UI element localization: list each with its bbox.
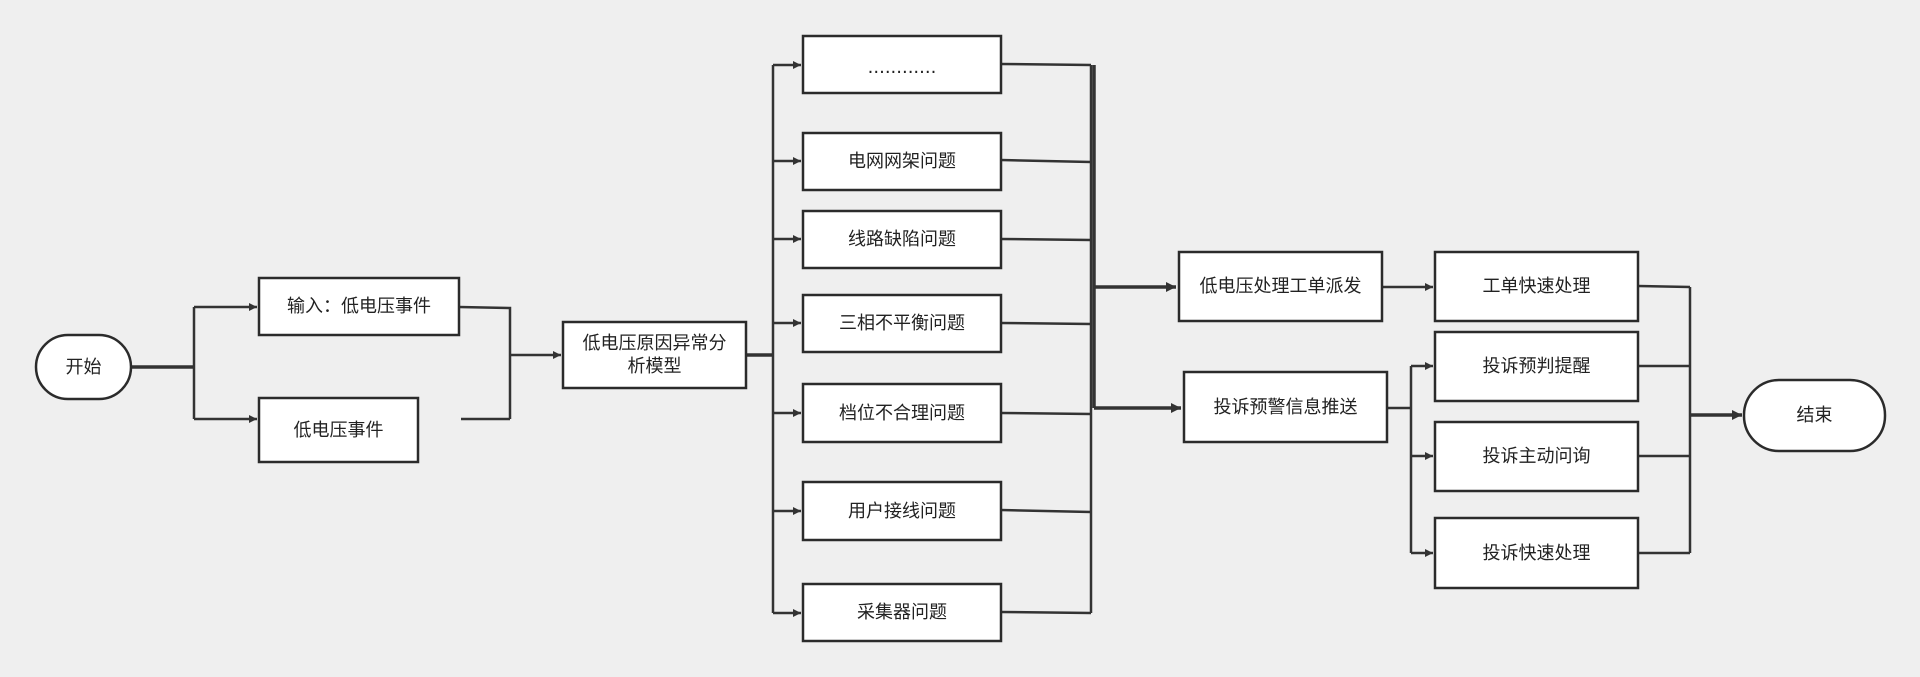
connector-from-phase-imbalance [1000, 321, 1092, 326]
node-complaint-fast-label: 投诉快速处理 [1483, 543, 1591, 564]
connectors [131, 61, 1742, 617]
node-analysis-model-label-line2: 析模型 [628, 356, 682, 377]
node-user-wiring-label: 用户接线问题 [848, 501, 956, 522]
connector-from-collector [1000, 610, 1092, 615]
node-collector-label: 采集器问题 [857, 602, 947, 623]
node-complaint-fast: 投诉快速处理 [1433, 516, 1640, 590]
node-complaint-predict: 投诉预判提醒 [1433, 330, 1640, 403]
node-work-order-fast: 工单快速处理 [1433, 250, 1640, 323]
node-end: 结束 [1742, 378, 1887, 453]
node-complaint-warning-push: 投诉预警信息推送 [1182, 370, 1389, 444]
node-end-label: 结束 [1797, 405, 1833, 426]
connector-from-work-order-fast [1637, 284, 1691, 289]
node-ellipsis-label: ............ [868, 57, 937, 78]
node-line-defect-label: 线路缺陷问题 [848, 229, 956, 250]
node-start-label: 开始 [66, 357, 102, 378]
node-user-wiring: 用户接线问题 [801, 480, 1003, 542]
node-input-event-label: 输入：低电压事件 [287, 296, 431, 317]
connector-from-line-defect [1000, 237, 1092, 242]
node-complaint-inquiry: 投诉主动问询 [1433, 420, 1640, 493]
node-input-event: 输入：低电压事件 [257, 276, 461, 337]
connector-from-ellipsis [1000, 62, 1092, 67]
node-line-defect: 线路缺陷问题 [801, 209, 1003, 270]
node-tap-unreasonable: 档位不合理问题 [801, 382, 1003, 444]
node-complaint-predict-label: 投诉预判提醒 [1483, 356, 1591, 377]
connector-from-tap-unreasonable [1000, 411, 1092, 416]
node-tap-unreasonable-label: 档位不合理问题 [839, 403, 965, 424]
node-grid-structure-label: 电网网架问题 [848, 151, 956, 172]
node-complaint-inquiry-label: 投诉主动问询 [1483, 446, 1591, 467]
node-collector: 采集器问题 [801, 582, 1003, 643]
node-work-order-fast-label: 工单快速处理 [1483, 276, 1591, 297]
connector-input-event-merge [458, 305, 512, 419]
node-complaint-warning-push-label: 投诉预警信息推送 [1214, 397, 1358, 418]
node-work-order-dispatch: 低电压处理工单派发 [1177, 250, 1384, 323]
node-grid-structure: 电网网架问题 [801, 131, 1003, 192]
node-analysis-model: 低电压原因异常分 析模型 [561, 320, 748, 390]
node-ellipsis: ............ [801, 34, 1003, 95]
node-phase-imbalance: 三相不平衡问题 [801, 293, 1003, 354]
node-phase-imbalance-label: 三相不平衡问题 [839, 313, 965, 334]
node-low-voltage-event: 低电压事件 [257, 396, 420, 464]
node-start: 开始 [34, 333, 133, 401]
connector-from-grid-structure [1000, 158, 1092, 164]
node-work-order-dispatch-label: 低电压处理工单派发 [1200, 276, 1362, 297]
node-low-voltage-event-label: 低电压事件 [294, 420, 384, 441]
node-analysis-model-label-line1: 低电压原因异常分 [583, 333, 727, 354]
connector-from-user-wiring [1000, 508, 1092, 514]
